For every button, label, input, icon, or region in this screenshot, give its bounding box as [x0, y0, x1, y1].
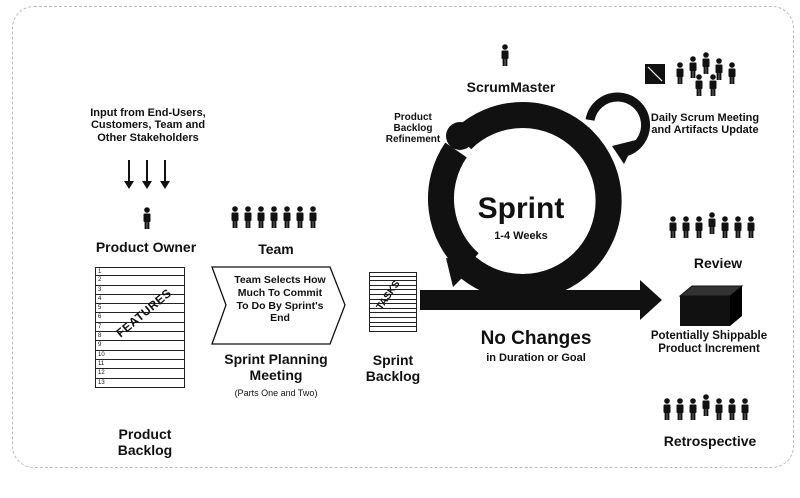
backlog-row: 9	[95, 341, 185, 351]
no-changes-title: No Changes	[480, 328, 592, 349]
sprint-backlog-row	[369, 304, 417, 309]
team-label: Team	[258, 241, 294, 257]
sprint-backlog-row	[369, 322, 417, 328]
sprint-backlog-row	[369, 308, 417, 314]
product-owner-person-icon	[143, 207, 151, 229]
sprint-backlog-row	[369, 317, 417, 323]
sprint-backlog-row	[369, 276, 417, 282]
sprint-cycle-icon	[420, 92, 662, 320]
backlog-row: 3	[95, 285, 185, 295]
backlog-row: 1	[95, 267, 185, 277]
diagram-frame	[12, 6, 794, 468]
product-owner-label: Product Owner	[95, 239, 197, 255]
sprint-backlog-row	[369, 294, 417, 300]
sprint-duration: 1-4 Weeks	[494, 230, 548, 242]
planning-chevron-text: Team Selects How Much To Commit To Do By…	[234, 274, 326, 325]
input-arrows	[124, 160, 170, 189]
daily-scrum-label: Daily Scrum Meeting and Artifacts Update	[650, 112, 760, 137]
review-people-icon	[669, 212, 755, 238]
backlog-row: 11	[95, 359, 185, 370]
sprint-backlog-list	[369, 272, 417, 332]
backlog-row: 5	[95, 304, 185, 314]
team-people-icon	[231, 206, 317, 228]
no-changes-subtitle: in Duration or Goal	[486, 352, 586, 364]
sprint-backlog-row	[369, 285, 417, 291]
sprint-backlog-row	[369, 272, 417, 277]
sprint-backlog-row	[369, 327, 417, 332]
refinement-label: Product Backlog Refinement	[385, 112, 441, 146]
sprint-planning-subtitle: (Parts One and Two)	[234, 388, 318, 398]
review-label: Review	[693, 255, 743, 271]
sprint-backlog-row	[369, 299, 417, 305]
backlog-row: 10	[95, 350, 185, 360]
product-box-icon	[678, 285, 744, 326]
retrospective-people-icon	[663, 394, 749, 420]
retrospective-label: Retrospective	[663, 433, 757, 449]
sprint-backlog-row	[369, 313, 417, 318]
sprint-planning-title: Sprint Planning Meeting	[224, 351, 328, 383]
input-note: Input from End-Users, Customers, Team an…	[90, 107, 206, 144]
product-backlog-title: Product Backlog	[117, 426, 173, 458]
increment-label: Potentially Shippable Product Increment	[650, 330, 768, 355]
backlog-row: 8	[95, 332, 185, 342]
sprint-backlog-row	[369, 281, 417, 286]
sprint-title: Sprint	[477, 192, 565, 225]
scrum-master-person-icon	[501, 44, 509, 66]
planning-chevron-shape	[211, 266, 346, 345]
scrum-master-label: ScrumMaster	[466, 79, 556, 95]
backlog-row: 13	[95, 378, 185, 388]
backlog-row: 6	[95, 313, 185, 323]
backlog-row: 12	[95, 369, 185, 379]
backlog-row: 2	[95, 276, 185, 286]
backlog-row: 4	[95, 294, 185, 305]
sprint-backlog-row	[369, 290, 417, 295]
backlog-row: 7	[95, 322, 185, 333]
daily-scrum-people-icon	[645, 52, 736, 96]
sprint-backlog-title: Sprint Backlog	[365, 352, 421, 384]
